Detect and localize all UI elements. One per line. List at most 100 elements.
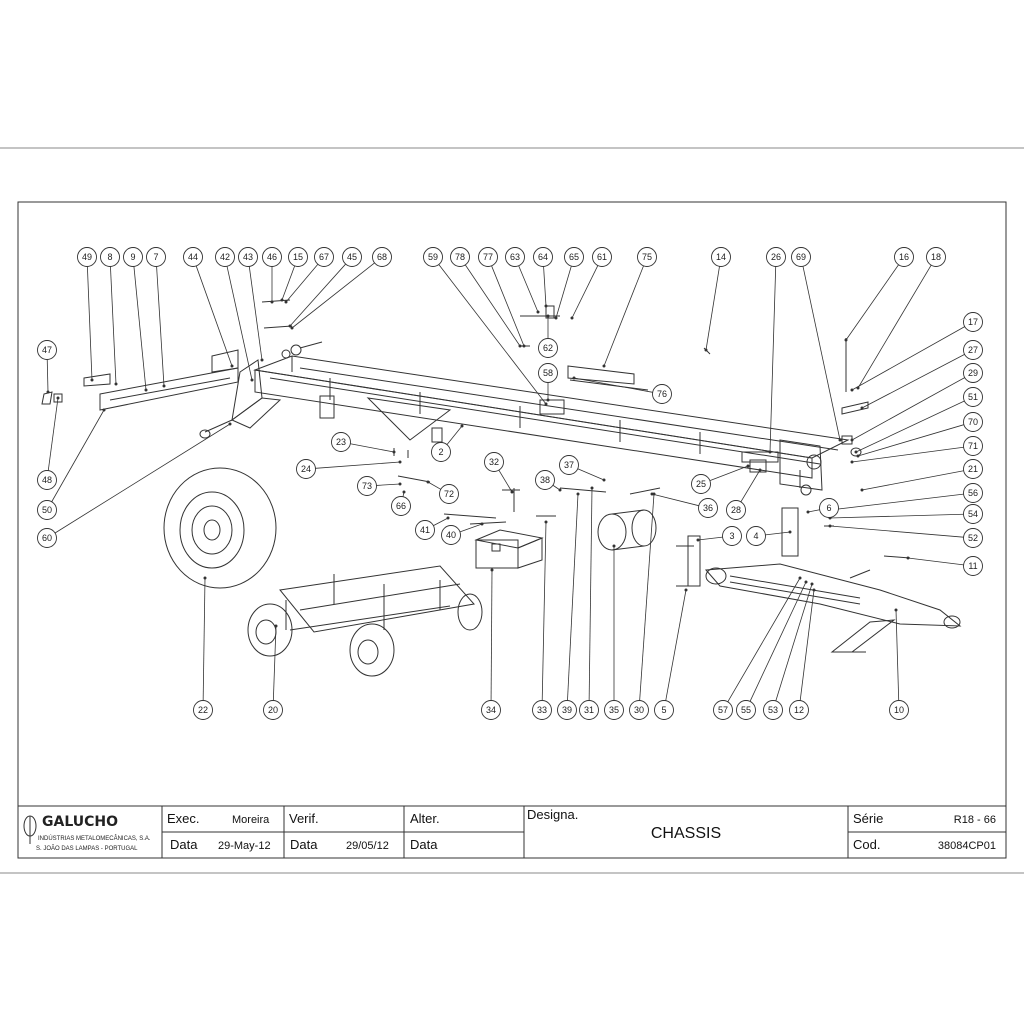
balloon-circle-63 xyxy=(505,247,525,267)
balloon-label-26: 26 xyxy=(771,252,781,262)
balloon-label-49: 49 xyxy=(82,252,92,262)
balloon-leader-2 xyxy=(446,425,463,445)
balloon-leader-16 xyxy=(845,264,899,341)
balloon-circle-66 xyxy=(391,496,411,516)
balloon-circle-23 xyxy=(331,432,351,452)
balloon-leader-end-51 xyxy=(854,450,858,454)
balloon-leader-end-71 xyxy=(850,460,854,464)
balloon-15: 15 xyxy=(280,247,308,302)
balloon-48: 48 xyxy=(37,396,60,490)
balloon-21: 21 xyxy=(860,459,983,492)
balloon-label-71: 71 xyxy=(968,441,978,451)
balloon-leader-end-8 xyxy=(114,382,118,386)
alter-label: Alter. xyxy=(410,811,440,826)
balloon-22: 22 xyxy=(193,576,213,720)
balloon-circle-68 xyxy=(372,247,392,267)
balloon-leader-4 xyxy=(765,531,791,536)
balloon-label-27: 27 xyxy=(968,345,978,355)
balloon-label-41: 41 xyxy=(420,525,430,535)
balloon-circle-60 xyxy=(37,528,57,548)
balloon-circle-58 xyxy=(538,363,558,383)
balloon-leader-64 xyxy=(543,266,547,307)
balloon-45: 45 xyxy=(288,247,362,328)
balloon-circle-32 xyxy=(484,452,504,472)
balloon-label-50: 50 xyxy=(42,505,52,515)
balloon-2: 2 xyxy=(431,424,464,462)
balloon-leader-43 xyxy=(248,266,263,361)
balloon-circle-47 xyxy=(37,340,57,360)
balloon-circle-69 xyxy=(791,247,811,267)
balloon-leader-32 xyxy=(498,469,513,493)
balloon-64: 64 xyxy=(533,247,553,308)
balloon-leader-end-12 xyxy=(812,588,816,592)
balloon-42: 42 xyxy=(215,247,254,382)
balloon-circle-26 xyxy=(766,247,786,267)
balloon-circle-70 xyxy=(963,412,983,432)
balloon-label-77: 77 xyxy=(483,252,493,262)
balloon-label-38: 38 xyxy=(540,475,550,485)
balloon-leader-47 xyxy=(46,359,49,393)
balloon-leader-end-35 xyxy=(612,544,616,548)
balloon-label-40: 40 xyxy=(446,530,456,540)
chassis-drawing xyxy=(41,299,962,677)
balloon-36: 36 xyxy=(650,492,718,518)
balloon-leader-69 xyxy=(802,266,841,441)
balloon-leader-52 xyxy=(829,525,964,538)
balloon-leader-33 xyxy=(541,521,547,701)
balloon-circle-38 xyxy=(535,470,555,490)
balloon-leader-18 xyxy=(857,264,932,389)
balloon-73: 73 xyxy=(357,476,402,496)
balloon-label-53: 53 xyxy=(768,705,778,715)
balloon-leader-20 xyxy=(272,625,277,701)
balloon-leader-end-75 xyxy=(602,364,606,368)
balloon-circle-10 xyxy=(889,700,909,720)
balloon-circle-61 xyxy=(592,247,612,267)
balloon-circle-64 xyxy=(533,247,553,267)
balloon-leader-8 xyxy=(110,266,117,385)
balloon-leader-57 xyxy=(727,577,801,702)
balloon-label-3: 3 xyxy=(729,531,734,541)
balloon-31: 31 xyxy=(579,486,599,720)
balloon-circle-50 xyxy=(37,500,57,520)
chassis-frame xyxy=(253,355,850,496)
balloon-label-73: 73 xyxy=(362,481,372,491)
balloon-label-12: 12 xyxy=(794,705,804,715)
balloon-leader-end-53 xyxy=(810,582,814,586)
balloon-leader-73 xyxy=(376,483,401,486)
balloon-leader-44 xyxy=(195,265,233,367)
balloon-label-18: 18 xyxy=(931,252,941,262)
balloon-circle-62 xyxy=(538,338,558,358)
balloon-circle-49 xyxy=(77,247,97,267)
balloon-49: 49 xyxy=(77,247,97,382)
balloon-41: 41 xyxy=(415,516,450,540)
balloon-leader-end-31 xyxy=(590,486,594,490)
balloon-leader-end-14 xyxy=(704,348,708,352)
balloon-leader-71 xyxy=(851,446,964,463)
balloon-leader-end-59 xyxy=(544,402,548,406)
balloon-leader-end-68 xyxy=(290,326,294,330)
balloon-circle-14 xyxy=(711,247,731,267)
balloon-label-72: 72 xyxy=(444,489,454,499)
balloon-leader-end-30 xyxy=(652,492,656,496)
balloon-label-66: 66 xyxy=(396,501,406,511)
balloon-label-16: 16 xyxy=(899,252,909,262)
balloon-label-42: 42 xyxy=(220,252,230,262)
balloon-circle-72 xyxy=(439,484,459,504)
balloon-leader-76 xyxy=(573,377,653,393)
balloon-5: 5 xyxy=(654,588,688,720)
balloon-57: 57 xyxy=(713,576,802,720)
balloon-71: 71 xyxy=(850,436,983,464)
balloon-leader-end-61 xyxy=(570,316,574,320)
balloon-leader-end-27 xyxy=(860,406,864,410)
balloon-12: 12 xyxy=(789,588,816,720)
balloon-leader-end-47 xyxy=(46,390,50,394)
balloon-leader-6 xyxy=(807,509,820,513)
balloon-leader-end-63 xyxy=(536,310,540,314)
balloon-circle-73 xyxy=(357,476,377,496)
balloon-leader-53 xyxy=(775,583,813,702)
balloon-circle-11 xyxy=(963,556,983,576)
balloon-label-68: 68 xyxy=(377,252,387,262)
balloon-25: 25 xyxy=(691,464,750,494)
balloon-circle-36 xyxy=(698,498,718,518)
balloon-leader-12 xyxy=(799,589,815,701)
